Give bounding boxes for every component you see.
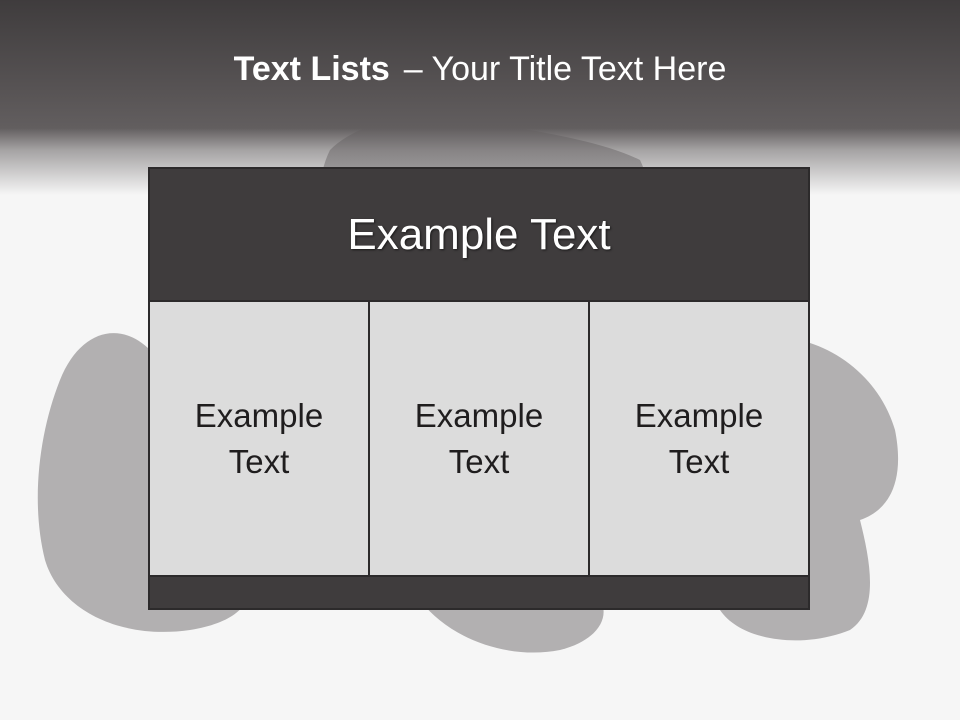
box-cell-2: Example Text — [368, 302, 588, 575]
box-cell-1-text: Example Text — [194, 396, 324, 480]
text-list-box: Example Text Example Text Example Text E… — [148, 167, 810, 610]
box-cell-2-text: Example Text — [414, 396, 544, 480]
box-cell-1: Example Text — [150, 302, 368, 575]
box-cells-row: Example Text Example Text Example Text — [150, 300, 808, 577]
box-header: Example Text — [150, 169, 808, 300]
box-cell-3-text: Example Text — [634, 396, 764, 480]
box-cell-3: Example Text — [588, 302, 808, 575]
title-rest-part: – Your Title Text Here — [403, 50, 727, 88]
slide-title: Text Lists – Your Title Text Here — [0, 50, 960, 89]
box-footer — [150, 577, 808, 608]
title-bold-part: Text Lists — [233, 50, 390, 88]
title-band — [0, 0, 960, 200]
